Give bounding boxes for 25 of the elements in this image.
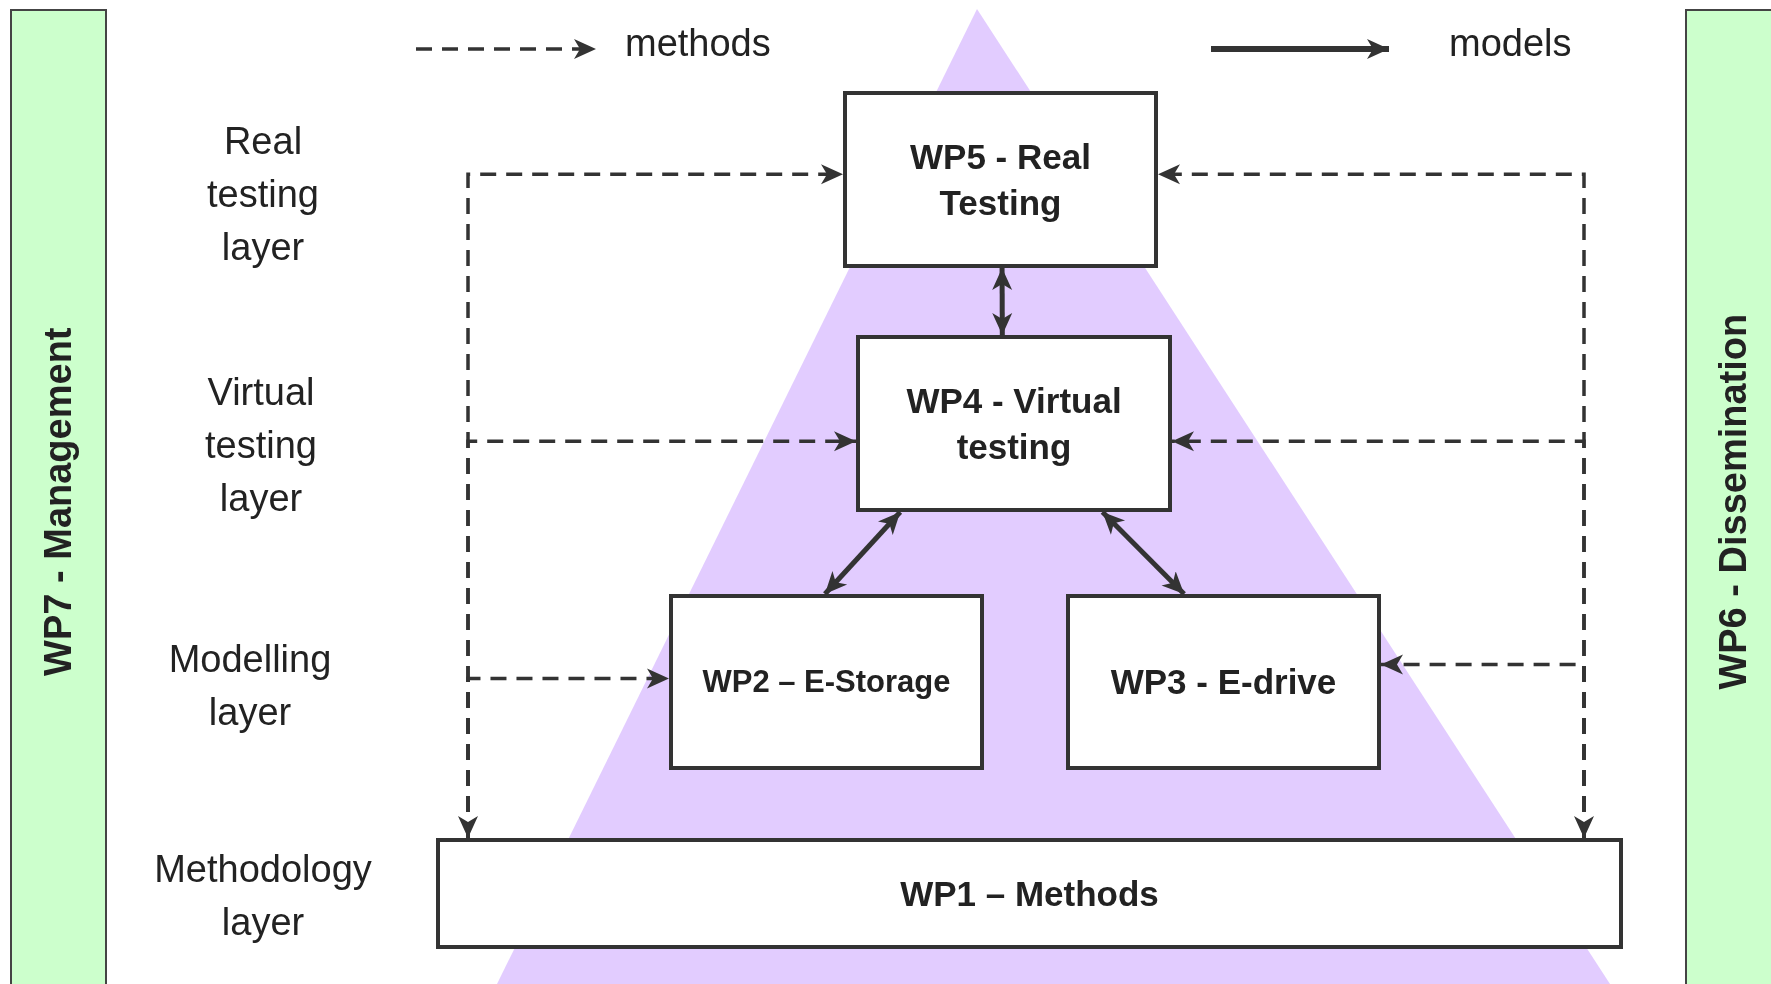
legend-label: models — [1449, 22, 1572, 65]
work-package-box — [436, 838, 1623, 949]
box-label: WP6 - Dissemination — [1710, 313, 1755, 690]
arrow — [1100, 510, 1186, 596]
dashed-arrow — [466, 668, 669, 838]
box-label: WP5 - Real Testing — [909, 136, 1092, 224]
arrow — [823, 510, 903, 596]
box-label: WP4 - Virtual testing — [905, 380, 1123, 468]
legend-label: methods — [625, 22, 771, 65]
layer-label: Methodology layer — [153, 847, 373, 946]
work-package-box — [843, 91, 1158, 268]
work-package-box — [669, 594, 984, 770]
box-label: WP1 – Methods — [900, 872, 1159, 915]
box-label: WP3 - E-drive — [1110, 661, 1337, 704]
layer-label: Virtual testing layer — [204, 370, 318, 522]
work-package-box — [1066, 594, 1381, 770]
layer-label: Real testing layer — [206, 119, 320, 271]
layer-label: Modelling layer — [167, 637, 333, 736]
box-label: WP7 - Management — [35, 327, 80, 676]
side-band — [10, 9, 107, 984]
dashed-arrow — [1381, 654, 1586, 838]
work-package-box — [856, 335, 1172, 512]
side-band — [1685, 9, 1771, 984]
arrow — [992, 268, 1013, 335]
box-label: WP2 – E-Storage — [702, 662, 951, 701]
